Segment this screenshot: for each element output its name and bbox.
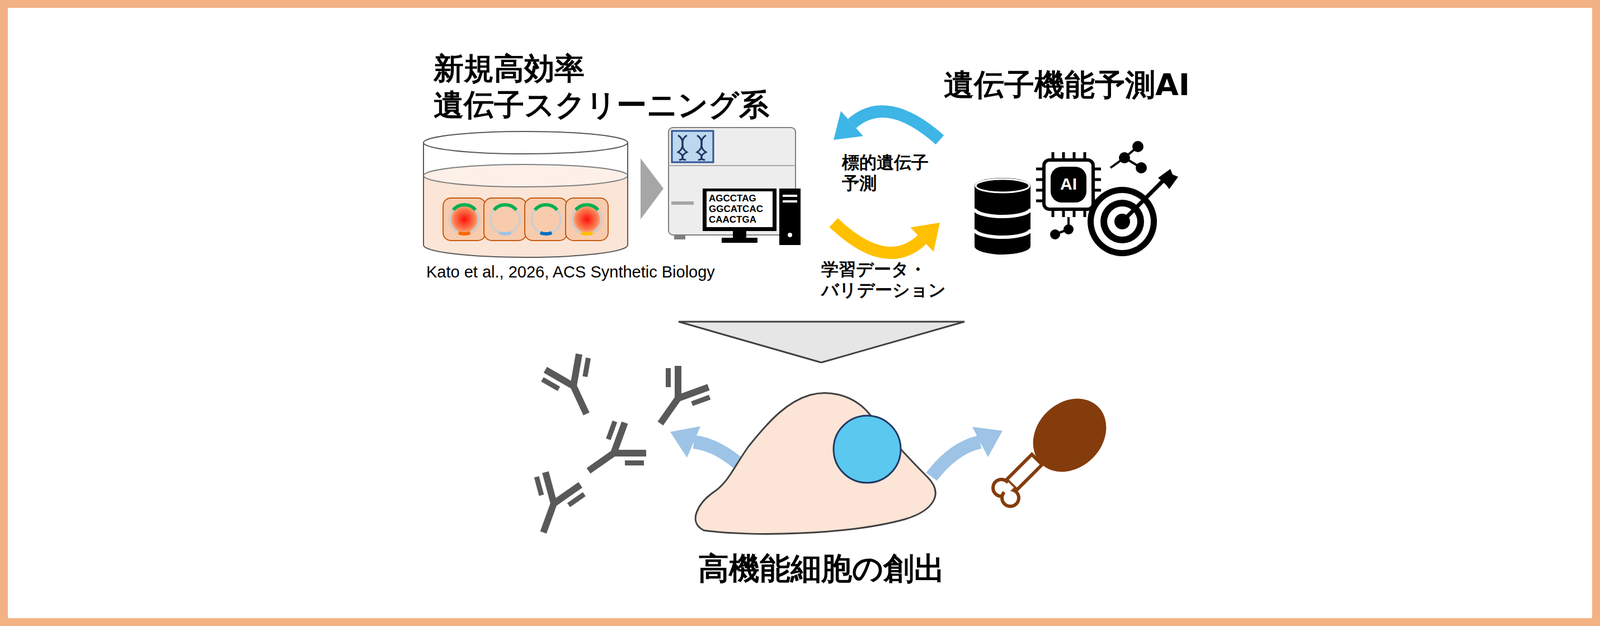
cell-culture-part [534, 204, 558, 210]
cell-culture-part [531, 204, 561, 234]
connector [821, 321, 965, 363]
cell-culture-part [449, 204, 479, 234]
sequencer-part [671, 201, 694, 205]
meat-icon [993, 383, 1122, 507]
petri-dish-part [422, 142, 425, 246]
antibody-group-part [516, 467, 591, 543]
cell-culture-part [493, 204, 517, 210]
computer-part [779, 188, 801, 246]
database-icon-part [974, 177, 1031, 255]
section-title: 新規高効率 遺伝子スクリーニング系 [433, 50, 826, 124]
cell-culture-part [453, 204, 476, 210]
petri-dish-part [423, 131, 628, 154]
computer [702, 188, 801, 246]
database-icon-part [974, 208, 1031, 217]
computer-part [732, 231, 747, 239]
cell-culture-part [572, 204, 602, 234]
database-icon-part [974, 229, 1031, 238]
process-chevron [640, 158, 664, 220]
connector [678, 321, 822, 363]
sequencer-part [674, 234, 686, 240]
output-arrow-part [931, 441, 981, 477]
cell-node: 高機能細胞の創出 [681, 362, 962, 592]
antibody-group-part [535, 347, 613, 426]
sequence-text: AGCCTAG [708, 193, 772, 205]
petri-dish-part [423, 164, 628, 187]
computer-part [782, 200, 798, 203]
sequencer-part [697, 135, 707, 160]
network-icon-part [1051, 230, 1060, 239]
cell-culture-part [447, 202, 482, 237]
sequencer [668, 127, 796, 240]
target-icon-part [1123, 181, 1163, 221]
cell-culture-part [458, 232, 470, 234]
sequencer-part [668, 165, 796, 167]
merge-triangle [821, 321, 965, 363]
computer-part [721, 237, 758, 243]
cell-culture-part [443, 198, 486, 241]
meat-icon-part [1018, 383, 1122, 487]
ai-chip-icon-part [1050, 166, 1087, 203]
network-icon-part [1133, 142, 1143, 152]
cell-culture-part [483, 198, 527, 241]
output-arrow-part [972, 426, 1003, 458]
antibody-group [516, 347, 718, 543]
cell-culture-part [540, 232, 552, 234]
computer-part [702, 188, 777, 232]
cell-culture-part [490, 204, 520, 234]
cell-culture-part [524, 198, 568, 241]
cell-culture-part [565, 198, 609, 241]
target-icon-part [1158, 168, 1179, 190]
database-icon-part [975, 179, 1030, 193]
sequence-text: CAACTGA [708, 214, 772, 226]
screening-group: 新規高効率 遺伝子スクリーニング系 Kato et al., 2026, ACS … [422, 47, 834, 322]
edge-label: 学習データ・ バリデーション [821, 259, 978, 301]
network-icon-part [1136, 163, 1146, 173]
connector [833, 110, 940, 140]
result-title: 高機能細胞の創出 [681, 549, 962, 587]
cell-culture-part [499, 232, 511, 234]
antibody-group-part [636, 358, 718, 441]
merge-triangle-outline [678, 321, 822, 363]
output-arrow-part [670, 426, 701, 458]
connector [833, 222, 940, 253]
computer-part [787, 232, 793, 238]
merge-triangle [678, 321, 822, 363]
cell-culture-part [570, 202, 604, 237]
petri-dish-part [423, 164, 628, 258]
meat-icon-part [1001, 482, 1015, 496]
sequencer-part [697, 135, 707, 160]
database-icon [974, 177, 1031, 255]
computer-part [706, 191, 773, 228]
cell-body [695, 393, 936, 535]
computer-part [782, 194, 798, 197]
cell-culture-part [575, 204, 599, 210]
cell-culture [443, 198, 609, 241]
network-icon-part [1120, 153, 1129, 163]
merge-triangle-outline [821, 321, 965, 363]
petri-dish [423, 131, 628, 258]
antibody-group-part [572, 413, 654, 495]
cell-nucleus [833, 415, 901, 483]
ai-chip-icon-part [1043, 160, 1094, 210]
sequencer-part [671, 130, 714, 163]
target-icon [1087, 168, 1179, 257]
curved-arrow [852, 111, 940, 140]
network-icon-part [1064, 225, 1073, 234]
section-title: 遺伝子機能予測AI [943, 67, 1207, 104]
petri-dish-part [627, 142, 629, 246]
meat-icon-part [1006, 454, 1043, 491]
sequencer-part [678, 135, 687, 160]
edge-label: 標的遺伝子 予測 [841, 152, 943, 194]
citation-text: Kato et al., 2026, ACS Synthetic Biology [426, 262, 830, 282]
cell-culture-part [581, 232, 593, 234]
curved-arrow [833, 222, 922, 253]
sequencer-part [668, 127, 796, 235]
sequence-text: GGCATCAC [708, 203, 772, 215]
sequencer-part [678, 135, 687, 160]
petri-dish-part [423, 245, 628, 258]
chip-label: AI [1051, 173, 1086, 195]
